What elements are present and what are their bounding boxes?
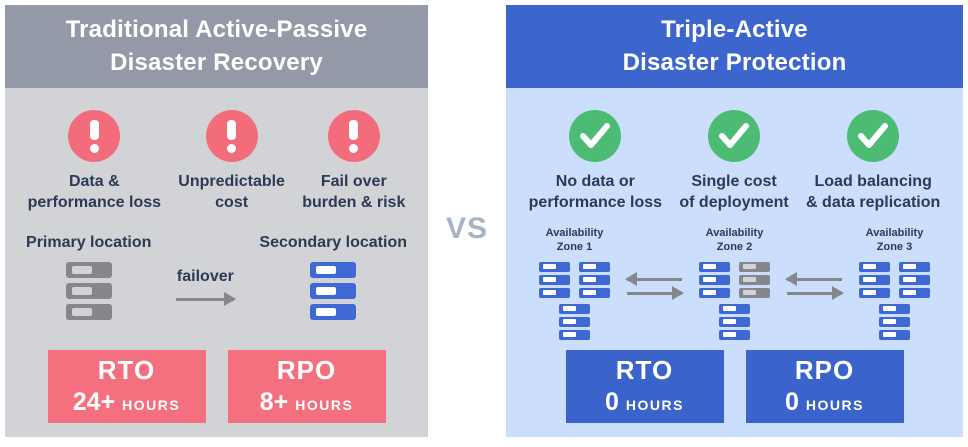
metric-name: RTO xyxy=(97,355,156,386)
servers-icon xyxy=(699,261,730,298)
triple-active-body: No data or performance loss Single cost … xyxy=(506,88,963,437)
triple-active-panel: Triple-Active Disaster Protection No dat… xyxy=(506,5,963,437)
secondary-location: Secondary location xyxy=(259,234,407,320)
check-icon xyxy=(708,110,761,162)
issue-label: Data & performance loss xyxy=(27,173,162,211)
benefit-label: Single cost of deployment xyxy=(679,173,789,211)
metric-name: RPO xyxy=(276,355,337,386)
issue-label: Fail over burden & risk xyxy=(302,173,406,211)
benefit-label: Load balancing & data replication xyxy=(806,173,941,211)
replication-arrows-icon xyxy=(625,226,684,340)
panel-title-line: Traditional Active-Passive xyxy=(65,16,368,44)
panel-title-line: Disaster Protection xyxy=(622,48,847,76)
metric-value: 0 xyxy=(785,387,799,416)
benefit-item: Single cost of deployment xyxy=(679,110,789,214)
benefits-row: No data or performance loss Single cost … xyxy=(506,110,963,214)
failover-label: failover xyxy=(176,268,234,285)
traditional-dr-header: Traditional Active-Passive Disaster Reco… xyxy=(5,5,428,88)
issues-row: Data & performance loss Unpredictable co… xyxy=(5,110,428,214)
zone-label: Availability Zone 1 xyxy=(545,227,604,254)
rpo-metric-box: RPO 0 HOURS xyxy=(745,350,904,423)
benefit-label: No data or performance loss xyxy=(528,173,663,211)
zone-servers-cluster xyxy=(539,261,610,340)
metric-unit: HOURS xyxy=(625,396,684,413)
zone-label: Availability Zone 2 xyxy=(705,227,764,254)
traditional-dr-panel: Traditional Active-Passive Disaster Reco… xyxy=(5,5,428,437)
rpo-metric-box: RPO 8+ HOURS xyxy=(227,350,386,423)
servers-icon xyxy=(899,261,930,298)
metric-value: 24+ xyxy=(72,387,116,416)
right-arrow-icon xyxy=(627,286,684,300)
triple-active-header: Triple-Active Disaster Protection xyxy=(506,5,963,88)
secondary-servers-icon xyxy=(310,262,357,320)
zone-label: Availability Zone 3 xyxy=(865,227,924,254)
exclamation-icon xyxy=(68,110,121,162)
primary-location-label: Primary location xyxy=(26,234,152,251)
servers-icon xyxy=(879,303,910,340)
metric-unit: HOURS xyxy=(295,396,354,413)
rto-metric-box: RTO 0 HOURS xyxy=(565,350,724,423)
availability-zone-2: Availability Zone 2 xyxy=(682,226,787,340)
zone-servers-cluster xyxy=(859,261,930,340)
panel-title-line: Disaster Recovery xyxy=(110,48,323,76)
left-arrow-icon xyxy=(625,272,682,286)
primary-location: Primary location xyxy=(26,234,151,320)
right-arrow-icon xyxy=(787,286,844,300)
zone-servers-cluster xyxy=(699,261,770,340)
issue-label: Unpredictable cost xyxy=(178,173,285,211)
metric-value: 8+ xyxy=(259,387,289,416)
rto-metric-box: RTO 24+ HOURS xyxy=(47,350,206,423)
replication-arrows-icon xyxy=(785,226,844,340)
metric-value: 0 xyxy=(605,387,619,416)
metric-name: RPO xyxy=(794,355,855,386)
left-arrow-icon xyxy=(785,272,842,286)
servers-icon xyxy=(539,261,570,298)
failover-diagram: Primary location failover Secondary loca… xyxy=(5,234,428,320)
servers-icon xyxy=(859,261,890,298)
issue-item: Fail over burden & risk xyxy=(302,110,405,214)
right-metrics-row: RTO 0 HOURS RPO 0 HOURS xyxy=(506,350,963,423)
availability-zones-row: Availability Zone 1 xyxy=(506,226,963,340)
secondary-location-label: Secondary location xyxy=(259,234,407,251)
servers-icon xyxy=(579,261,610,298)
benefit-item: Load balancing & data replication xyxy=(806,110,940,214)
issue-item: Unpredictable cost xyxy=(178,110,285,214)
check-icon xyxy=(569,110,622,162)
left-metrics-row: RTO 24+ HOURS RPO 8+ HOURS xyxy=(5,350,428,423)
servers-icon xyxy=(739,261,770,298)
check-icon xyxy=(847,110,900,162)
vs-label: VS xyxy=(445,212,489,245)
metric-name: RTO xyxy=(615,355,674,386)
servers-icon xyxy=(719,303,750,340)
benefit-item: No data or performance loss xyxy=(529,110,662,214)
panel-title-line: Triple-Active xyxy=(661,16,808,44)
availability-zone-3: Availability Zone 3 xyxy=(842,226,947,340)
exclamation-icon xyxy=(327,110,380,162)
traditional-dr-body: Data & performance loss Unpredictable co… xyxy=(5,88,428,437)
availability-zone-1: Availability Zone 1 xyxy=(522,226,627,340)
issue-item: Data & performance loss xyxy=(28,110,161,214)
metric-unit: HOURS xyxy=(805,396,864,413)
primary-servers-icon xyxy=(65,262,112,320)
right-arrow-icon xyxy=(176,292,237,306)
exclamation-icon xyxy=(205,110,258,162)
failover-arrow-group: failover xyxy=(157,234,253,306)
metric-unit: HOURS xyxy=(122,396,181,413)
servers-icon xyxy=(559,303,590,340)
